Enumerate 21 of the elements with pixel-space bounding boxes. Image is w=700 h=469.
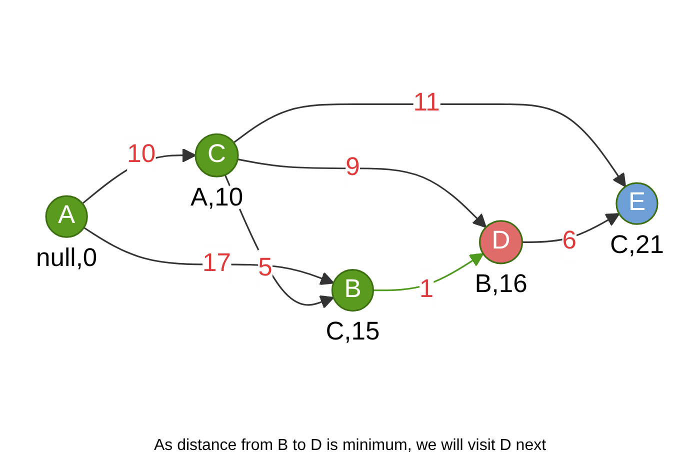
arrow [233, 104, 626, 188]
node-circle [194, 134, 239, 178]
edge-label: 6 [562, 228, 576, 256]
edge-label: 10 [127, 141, 156, 169]
edge-label: 5 [258, 254, 272, 282]
arrow [224, 174, 334, 309]
node-circle [45, 196, 88, 238]
arrow [237, 158, 487, 228]
edge-label: 11 [413, 90, 440, 118]
edge-label: 1 [419, 276, 434, 304]
arrow [83, 227, 334, 286]
edge-label: 17 [202, 250, 231, 278]
distance-label: C,21 [610, 231, 664, 260]
node-circle [478, 220, 524, 265]
edge-label: 9 [346, 154, 360, 182]
distance-label: B,16 [474, 270, 528, 299]
node-circle [331, 269, 374, 312]
distance-label: null,0 [36, 244, 98, 272]
caption: As distance from B to D is minimum, we will visit D next [154, 437, 546, 455]
node-circle [616, 182, 658, 226]
distance-label: C,15 [326, 318, 380, 346]
